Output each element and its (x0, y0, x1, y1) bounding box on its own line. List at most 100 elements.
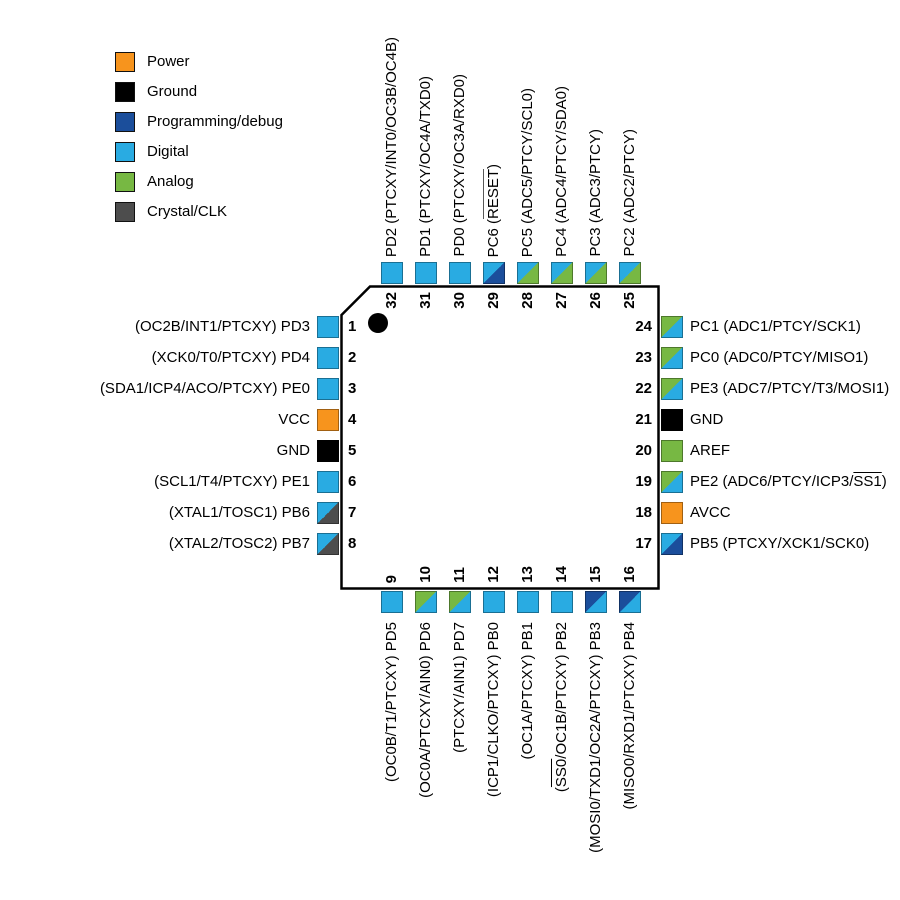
power-swatch (115, 52, 135, 72)
pin-27-label: PC4 (ADC4/PTCY/SDA0) (553, 86, 570, 257)
pin-30-square (449, 262, 471, 284)
pin-28-number: 28 (519, 292, 536, 309)
pin-17-label: PB5 (PTCXY/XCK1/SCK0) (690, 535, 870, 552)
crystal-swatch (115, 202, 135, 222)
ground-swatch (115, 82, 135, 102)
pin-1-number: 1 (348, 318, 357, 335)
pin-20-label: AREF (690, 442, 731, 459)
digital-swatch (115, 142, 135, 162)
pin-4-square (317, 409, 339, 431)
pin-9-square (381, 591, 403, 613)
legend-item-label: Crystal/CLK (147, 203, 228, 220)
pin-3-number: 3 (348, 380, 357, 397)
pin-26-number: 26 (587, 292, 604, 309)
pin-2-label: (XCK0/T0/PTCXY) PD4 (151, 349, 310, 366)
pin-16-number: 16 (621, 566, 638, 583)
pin-15-square (585, 591, 607, 613)
pin-12-number: 12 (485, 566, 502, 583)
pin-28-square (517, 262, 539, 284)
pin-12-label: (ICP1/CLKO/PTCXY) PB0 (485, 622, 502, 798)
pin-25-label: PC2 (ADC2/PTCY) (621, 129, 638, 257)
pin-17-number: 17 (635, 535, 652, 552)
pin-24-label: PC1 (ADC1/PTCY/SCK1) (690, 318, 861, 335)
progdebug-swatch (115, 112, 135, 132)
overline-signal: SS0 (553, 758, 570, 788)
pin-14-number: 14 (553, 566, 570, 583)
pin-4-number: 4 (348, 411, 357, 428)
pin-8-number: 8 (348, 535, 357, 552)
pin-25-number: 25 (621, 292, 638, 309)
pin-18-square (661, 502, 683, 524)
pin-31-number: 31 (417, 292, 434, 309)
pin-19-label: PE2 (ADC6/PTCY/ICP3/SS1) (690, 473, 887, 490)
pin-31-label: PD1 (PTCXY/OC4A/TXD0) (417, 76, 434, 257)
overline-signal: SS1 (853, 473, 882, 490)
pin-22-label: PE3 (ADC7/PTCY/T3/MOSI1) (690, 380, 890, 397)
pin-4-label: VCC (278, 411, 310, 428)
pin-27-number: 27 (553, 292, 570, 309)
legend-item-power: Power (115, 52, 283, 72)
analog-swatch (115, 172, 135, 192)
pin-14-square (551, 591, 573, 613)
pin-10-square (415, 591, 437, 613)
pin-14-label: (SS0/OC1B/PTCXY) PB2 (553, 622, 570, 793)
pin-27-square (551, 262, 573, 284)
pin-20-number: 20 (635, 442, 652, 459)
pin-26-label: PC3 (ADC3/PTCY) (587, 129, 604, 257)
legend-item-digital: Digital (115, 142, 283, 162)
pin-11-square (449, 591, 471, 613)
pin-6-number: 6 (348, 473, 357, 490)
pin-31-square (415, 262, 437, 284)
pin-19-square (661, 471, 683, 493)
pin-23-label: PC0 (ADC0/PTCY/MISO1) (690, 349, 869, 366)
legend-item-label: Programming/debug (147, 113, 283, 130)
pin-6-label: (SCL1/T4/PTCXY) PE1 (154, 473, 310, 490)
pin-2-number: 2 (348, 349, 357, 366)
pin-16-square (619, 591, 641, 613)
pin-24-number: 24 (635, 318, 652, 335)
pin-21-label: GND (690, 411, 724, 428)
legend-item-ground: Ground (115, 82, 283, 102)
overline-signal: RESET (485, 168, 502, 219)
pin-22-number: 22 (635, 380, 652, 397)
pin-32-number: 32 (383, 292, 400, 309)
pin-32-label: PD2 (PTCXY/INT0/OC3B/OC4B) (383, 36, 400, 257)
pin-10-label: (OC0A/PTCXY/AIN0) PD6 (417, 622, 434, 798)
pin-30-number: 30 (451, 292, 468, 309)
pin-9-number: 9 (383, 574, 400, 583)
chip-body (340, 285, 660, 590)
pin-8-square (317, 533, 339, 555)
pin-29-label: PC6 (RESET) (485, 163, 502, 257)
pin-11-number: 11 (451, 567, 468, 583)
pin-13-square (517, 591, 539, 613)
chip-outline (340, 285, 660, 590)
pin-18-number: 18 (635, 504, 652, 521)
pin-5-number: 5 (348, 442, 357, 459)
pin-5-square (317, 440, 339, 462)
pin-20-square (661, 440, 683, 462)
pin-2-square (317, 347, 339, 369)
pin-10-number: 10 (417, 566, 434, 583)
pin-12-square (483, 591, 505, 613)
pin-30-label: PD0 (PTCXY/OC3A/RXD0) (451, 74, 468, 257)
pin-28-label: PC5 (ADC5/PTCY/SCL0) (519, 87, 536, 257)
pin-1-square (317, 316, 339, 338)
legend-item-analog: Analog (115, 172, 283, 192)
pin-1-label: (OC2B/INT1/PTCXY) PD3 (134, 318, 310, 335)
pin-29-square (483, 262, 505, 284)
pin-13-label: (OC1A/PTCXY) PB1 (519, 622, 536, 760)
pin-5-label: GND (276, 442, 310, 459)
pin-7-label: (XTAL1/TOSC1) PB6 (168, 504, 310, 521)
pin-21-number: 21 (635, 411, 652, 428)
pin-29-number: 29 (485, 292, 502, 309)
pin-22-square (661, 378, 683, 400)
pin-21-square (661, 409, 683, 431)
pin-17-square (661, 533, 683, 555)
pin-9-label: (OC0B/T1/PTCXY) PD5 (383, 622, 400, 783)
legend-item-label: Digital (147, 143, 189, 160)
pin-24-square (661, 316, 683, 338)
pin-15-number: 15 (587, 566, 604, 583)
legend-item-label: Power (147, 53, 190, 70)
